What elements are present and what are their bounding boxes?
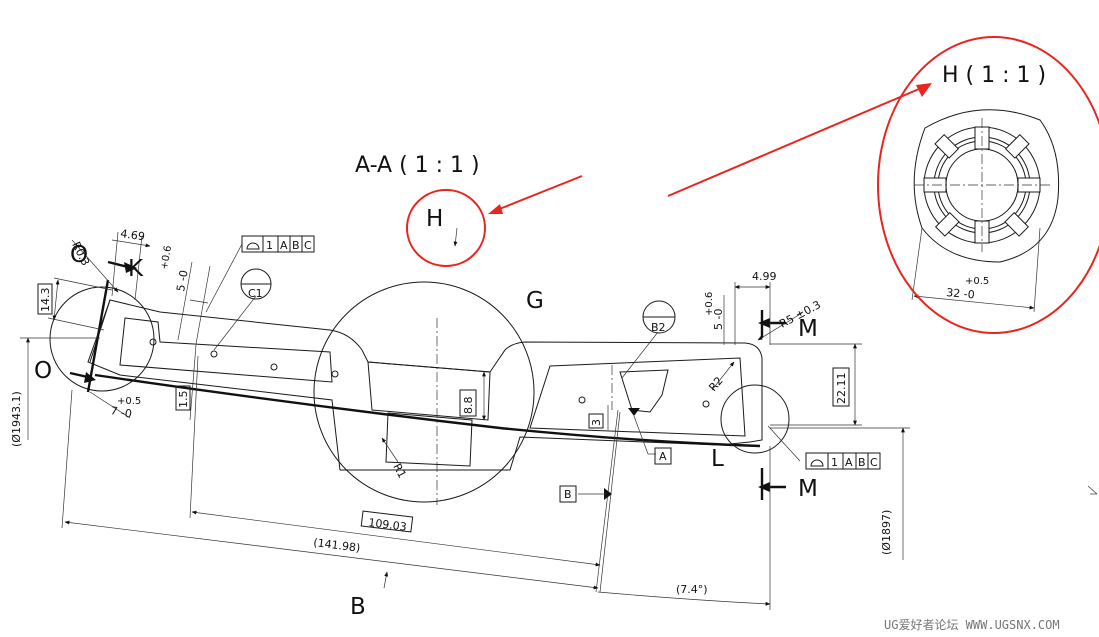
red-arrow-to-H <box>491 175 583 213</box>
gdt-frame-right: 1 A B C <box>805 452 881 470</box>
label-M-top: M <box>798 316 818 342</box>
svg-text:B: B <box>564 488 572 501</box>
dim-14-3: 14.3 <box>39 288 52 313</box>
gdt-right-cell-1: 1 <box>831 456 838 469</box>
datum-triangle-A <box>628 408 640 416</box>
dim-8-8: 8.8 <box>462 397 475 415</box>
dim-1897: (Ø1897) <box>880 510 893 555</box>
hole <box>702 400 710 408</box>
lower-center-cavity <box>385 412 473 467</box>
tol-06-top: +0.6 <box>159 245 174 271</box>
dim-109-03: 109.03 <box>368 516 408 534</box>
right-cavity <box>529 357 746 437</box>
dim-4-69: 4.69 <box>120 227 146 243</box>
dimension-lines <box>20 227 1098 610</box>
label-K: K <box>128 256 144 282</box>
gdt-right-cell-3: B <box>858 456 866 469</box>
insert-detail <box>619 369 669 413</box>
dim-4-99: 4.99 <box>752 270 777 283</box>
tol-05-detail: +0.5 <box>965 276 989 287</box>
svg-text:A: A <box>659 450 667 463</box>
hole <box>331 370 339 378</box>
label-L: L <box>711 446 724 472</box>
hole <box>578 396 586 404</box>
bottom-edge <box>94 373 761 448</box>
detail-view-title: H ( 1 : 1 ) <box>942 63 1046 88</box>
cutting-plane-O <box>69 260 137 393</box>
gdt-top-cell-3: B <box>292 239 300 252</box>
tol-06-right: +0.6 <box>704 292 715 316</box>
label-O: O <box>34 358 52 384</box>
label-G: G <box>526 288 544 314</box>
label-M-bottom: M <box>798 476 818 502</box>
left-cavity <box>119 317 333 383</box>
gdt-top-cell-4: C <box>304 239 312 252</box>
red-arrow-to-detail <box>667 85 927 197</box>
dim-7-4-deg: (7.4°) <box>676 583 708 596</box>
gdt-top-cell-1: 1 <box>266 239 273 252</box>
label-B: B <box>350 594 366 620</box>
hole <box>210 350 218 358</box>
red-annotations <box>406 36 1099 334</box>
dim-32: 32 -0 <box>946 286 975 301</box>
red-ellipse-H-section <box>406 189 486 267</box>
gdt-frame-top: 1 A B C <box>241 235 315 253</box>
forum-watermark: UG爱好者论坛 WWW.UGSNX.COM <box>884 618 1060 632</box>
svg-text:B2: B2 <box>651 321 666 334</box>
detail-circle-G <box>313 281 535 503</box>
detail-circle-O <box>49 286 155 392</box>
tol-5-0-top: 5 -0 <box>174 269 191 292</box>
label-O-top: O <box>70 242 88 268</box>
tol-7-0: 7 -0 <box>109 404 132 421</box>
gdt-right-cell-4: C <box>870 456 878 469</box>
detail-view-H: H ( 1 : 1 ) +0.5 32 -0 <box>911 63 1060 313</box>
dim-3: 3 <box>590 419 603 426</box>
red-ellipse-H-detail <box>877 36 1099 334</box>
hole <box>149 338 157 346</box>
dim-1-5: 1.5 <box>177 391 190 409</box>
datum-box-B: B <box>559 485 577 503</box>
tol-05-left: +0.5 <box>117 396 141 407</box>
datum-bubble-C1: C1 <box>240 268 272 300</box>
detail-spokes <box>923 126 1041 244</box>
dim-r2: R2 <box>706 374 725 394</box>
cutting-plane-M <box>758 310 786 500</box>
dim-22-11: 22.11 <box>835 373 848 405</box>
label-H: H <box>426 206 443 232</box>
dim-1943: (Ø1943.1) <box>10 391 23 447</box>
dimension-texts: 4.69 R0.3 +0.6 5 -0 14.3 (Ø1943.1) +0.5 … <box>10 227 893 596</box>
tol-5-0-right: 5 -0 <box>712 309 725 330</box>
datum-bubble-B2: B2 <box>642 300 676 334</box>
datum-box-A: A <box>654 447 672 465</box>
dim-141-98: (141.98) <box>313 536 361 555</box>
dim-r1: R1 <box>390 461 408 480</box>
gdt-top-cell-2: A <box>280 239 288 252</box>
svg-text:C1: C1 <box>248 287 263 300</box>
hole <box>270 363 278 371</box>
center-cavity <box>367 361 491 421</box>
section-view-title: A-A ( 1 : 1 ) <box>355 153 480 178</box>
detail-circle-L <box>720 384 790 454</box>
gdt-right-cell-2: A <box>845 456 853 469</box>
